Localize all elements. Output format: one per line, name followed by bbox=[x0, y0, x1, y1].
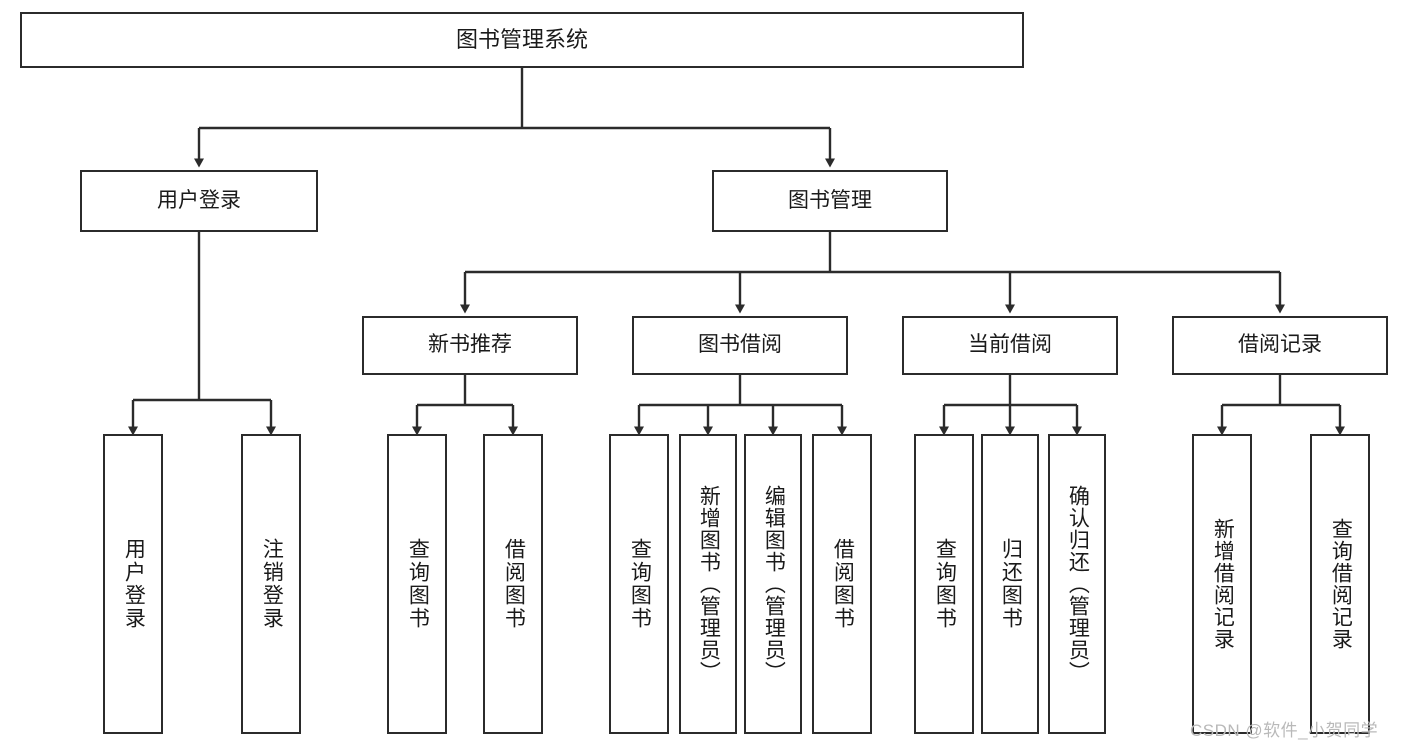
node-leaf-add-record[interactable]: 新增借阅记录 bbox=[1192, 434, 1252, 734]
node-leaf-return-book-label: 归还图书 bbox=[999, 538, 1023, 630]
node-book-manage-label: 图书管理 bbox=[788, 188, 872, 212]
node-leaf-borrow-book-1-label: 借阅图书 bbox=[502, 538, 526, 630]
node-book-manage[interactable]: 图书管理 bbox=[712, 170, 948, 232]
node-root-label: 图书管理系统 bbox=[455, 27, 588, 53]
node-leaf-query-book-3-label: 查询图书 bbox=[933, 538, 957, 630]
node-leaf-confirm-return-label: 确认归还（管理员） bbox=[1066, 485, 1090, 683]
node-leaf-edit-book[interactable]: 编辑图书（管理员） bbox=[744, 434, 802, 734]
node-leaf-add-record-label: 新增借阅记录 bbox=[1211, 518, 1235, 650]
node-current-borrow[interactable]: 当前借阅 bbox=[902, 316, 1118, 375]
node-leaf-user-login[interactable]: 用户登录 bbox=[103, 434, 163, 734]
node-user-login-label: 用户登录 bbox=[157, 188, 241, 212]
node-new-book-recommend[interactable]: 新书推荐 bbox=[362, 316, 578, 375]
node-leaf-query-book-2-label: 查询图书 bbox=[628, 538, 652, 630]
node-leaf-query-book-3[interactable]: 查询图书 bbox=[914, 434, 974, 734]
node-current-borrow-label: 当前借阅 bbox=[968, 333, 1052, 357]
node-book-borrow-label: 图书借阅 bbox=[698, 333, 782, 357]
node-leaf-query-record[interactable]: 查询借阅记录 bbox=[1310, 434, 1370, 734]
node-leaf-query-book-2[interactable]: 查询图书 bbox=[609, 434, 669, 734]
node-leaf-add-book[interactable]: 新增图书（管理员） bbox=[679, 434, 737, 734]
node-leaf-return-book[interactable]: 归还图书 bbox=[981, 434, 1039, 734]
node-leaf-logout-login-label: 注销登录 bbox=[260, 538, 284, 630]
node-leaf-borrow-book-2[interactable]: 借阅图书 bbox=[812, 434, 872, 734]
node-borrow-record-label: 借阅记录 bbox=[1238, 333, 1322, 357]
node-borrow-record[interactable]: 借阅记录 bbox=[1172, 316, 1388, 375]
node-leaf-user-login-label: 用户登录 bbox=[122, 538, 146, 630]
node-leaf-query-book-1[interactable]: 查询图书 bbox=[387, 434, 447, 734]
node-leaf-borrow-book-1[interactable]: 借阅图书 bbox=[483, 434, 543, 734]
node-leaf-confirm-return[interactable]: 确认归还（管理员） bbox=[1048, 434, 1106, 734]
node-root[interactable]: 图书管理系统 bbox=[20, 12, 1024, 68]
node-new-book-recommend-label: 新书推荐 bbox=[428, 333, 512, 357]
node-leaf-borrow-book-2-label: 借阅图书 bbox=[831, 538, 855, 630]
node-leaf-edit-book-label: 编辑图书（管理员） bbox=[762, 485, 786, 683]
node-leaf-logout-login[interactable]: 注销登录 bbox=[241, 434, 301, 734]
node-leaf-query-book-1-label: 查询图书 bbox=[406, 538, 430, 630]
node-leaf-add-book-label: 新增图书（管理员） bbox=[697, 485, 721, 683]
node-book-borrow[interactable]: 图书借阅 bbox=[632, 316, 848, 375]
node-user-login[interactable]: 用户登录 bbox=[80, 170, 318, 232]
node-leaf-query-record-label: 查询借阅记录 bbox=[1329, 518, 1353, 650]
